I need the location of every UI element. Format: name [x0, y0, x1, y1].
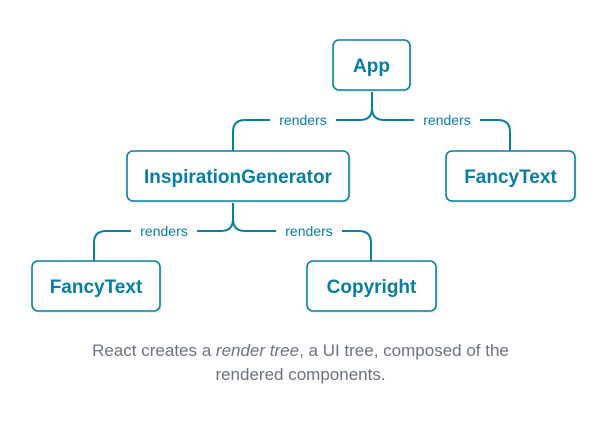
edge-labels: renders renders renders renders	[131, 110, 480, 241]
caption-emphasis: render tree	[215, 341, 300, 360]
node-label-inspiration-generator: InspirationGenerator	[144, 167, 333, 188]
node-label-fancy-text-bottom: FancyText	[50, 277, 143, 298]
edge-label-inspiration-generator-to-copyright: renders	[276, 221, 342, 241]
edge-label-text: renders	[285, 223, 332, 239]
node-label-app: App	[353, 56, 390, 77]
edge-label-text: renders	[279, 112, 326, 128]
node-inspiration-generator: InspirationGenerator	[126, 150, 351, 203]
node-label-copyright: Copyright	[327, 277, 417, 298]
caption-text-before: React creates a	[92, 341, 216, 360]
node-copyright: Copyright	[306, 260, 438, 313]
node-fancy-text-top: FancyText	[445, 150, 577, 203]
edge-label-text: renders	[140, 223, 187, 239]
node-app: App	[332, 39, 412, 92]
edge-inspiration-generator-to-copyright	[232, 218, 372, 262]
edge-label-app-to-inspiration-generator: renders	[270, 110, 336, 130]
edge-label-inspiration-generator-to-fancy-text: renders	[131, 221, 197, 241]
edge-label-text: renders	[423, 112, 470, 128]
caption-text-after: , a UI tree, composed of the	[299, 341, 509, 360]
edge-label-app-to-fancy-text: renders	[414, 110, 480, 130]
caption-line-2: rendered components.	[215, 365, 386, 384]
diagram-caption: React creates a render tree, a UI tree, …	[0, 339, 601, 387]
node-fancy-text-bottom: FancyText	[31, 260, 162, 313]
edge-app-to-fancy-text	[371, 107, 511, 151]
caption-line-1: React creates a render tree, a UI tree, …	[0, 339, 601, 363]
node-label-fancy-text-top: FancyText	[464, 167, 557, 188]
